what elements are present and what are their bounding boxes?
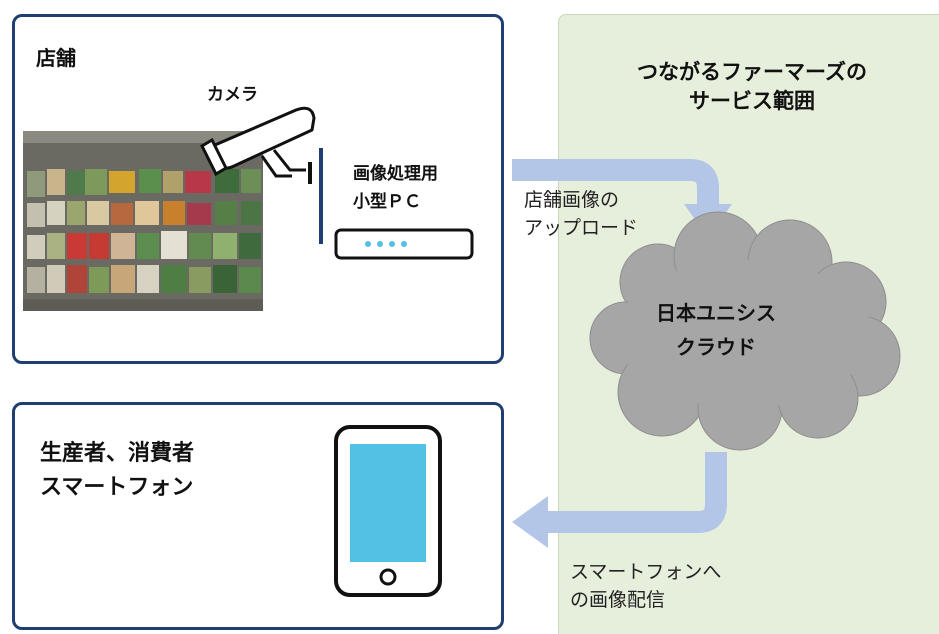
phone-title-line-2: スマートフォン: [40, 475, 194, 500]
store-title: 店舗: [36, 46, 76, 70]
delivery-label-line-1: スマートフォンへ: [570, 561, 722, 583]
upload-label-line-2: アップロード: [524, 217, 639, 239]
camera-icon: [200, 106, 316, 184]
cloud-label-line-2: クラウド: [676, 335, 756, 359]
smartphone-box-title: 生産者、消費者 スマートフォン: [40, 437, 194, 505]
mini-pc-icon: [334, 228, 474, 260]
upload-arrow: [512, 159, 719, 212]
service-area-title: つながるファーマーズの サービス範囲: [572, 58, 932, 116]
phone-title-line-1: 生産者、消費者: [40, 441, 195, 466]
camera-label: カメラ: [207, 85, 258, 105]
delivery-label-line-2: の画像配信: [570, 589, 666, 611]
cloud-label-line-1: 日本ユニシス: [656, 301, 776, 325]
pc-label-line-2: 小型ＰＣ: [353, 192, 421, 212]
delivery-arrow-head: [512, 496, 548, 548]
upload-label: 店舗画像の アップロード: [524, 186, 638, 242]
cloud-label: 日本ユニシス クラウド: [634, 296, 798, 364]
upload-label-line-1: 店舗画像の: [524, 189, 620, 211]
pc-label: 画像処理用 小型ＰＣ: [353, 160, 438, 216]
cloud-icon: [589, 211, 901, 451]
smartphone-icon: [334, 425, 442, 597]
service-title-line-1: つながるファーマーズの: [637, 60, 867, 84]
delivery-arrow: [542, 452, 727, 533]
pc-label-line-1: 画像処理用: [353, 164, 438, 184]
delivery-label: スマートフォンへ の画像配信: [570, 558, 721, 614]
service-title-line-2: サービス範囲: [689, 89, 815, 113]
